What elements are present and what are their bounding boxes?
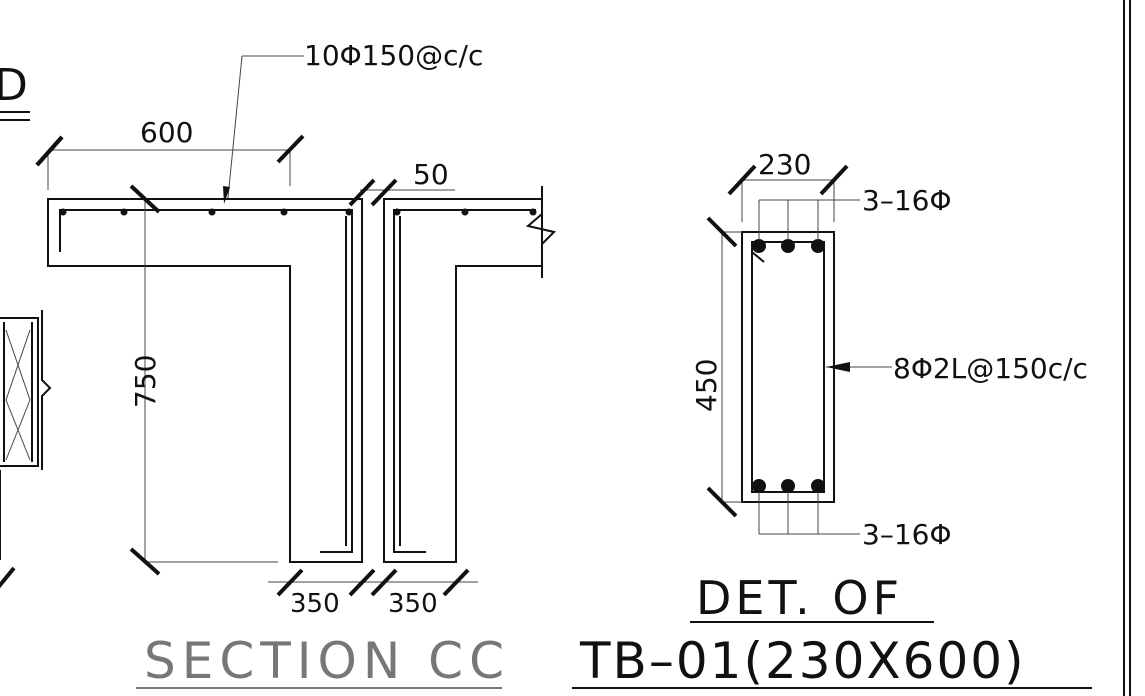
top-bars-label: 3–16Φ [862, 184, 951, 217]
dim-750: 750 [129, 355, 162, 408]
left-partial-detail: D [0, 60, 64, 589]
section-cc-outline-left [47, 198, 363, 563]
beam-outline [741, 231, 835, 503]
beam-detail-title-line2: TB–01(230X600) [579, 632, 1026, 690]
top-rebar-note: 10Φ150@c/c [304, 39, 483, 72]
bottom-bars-label: 3–16Φ [862, 518, 951, 551]
stirrup [751, 241, 825, 493]
dim-50: 50 [413, 158, 449, 191]
dim-350-left: 350 [290, 589, 340, 619]
section-cc-title: SECTION CC [144, 632, 510, 690]
section-cc: 600 750 50 10Φ150@c/c 350 350 SECTION CC [35, 39, 556, 690]
dim-230: 230 [758, 148, 811, 181]
beam-detail: 3–16Φ 3–16Φ 230 450 8Φ2L@150c/c DET. OF … [572, 148, 1092, 690]
stirrup-label: 8Φ2L@150c/c [893, 352, 1088, 385]
dim-450: 450 [690, 359, 723, 412]
section-cc-outline-right [383, 198, 543, 563]
dim-600: 600 [140, 116, 193, 149]
beam-detail-title-line1: DET. OF [696, 571, 903, 625]
left-partial-label: D [0, 60, 28, 111]
dim-350-right: 350 [388, 589, 438, 619]
